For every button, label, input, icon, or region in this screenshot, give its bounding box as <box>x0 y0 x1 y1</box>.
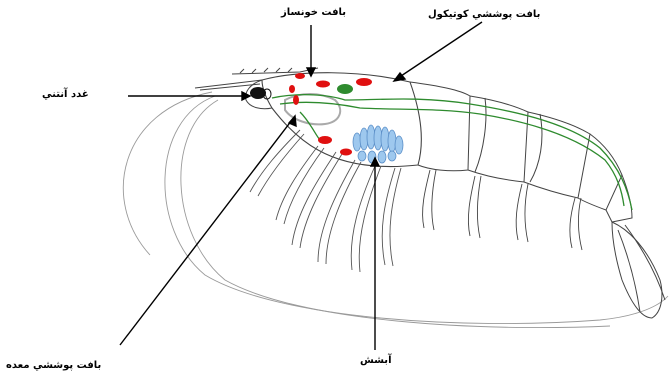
gills <box>353 125 403 163</box>
leader-lines <box>120 22 482 350</box>
label-hematopoietic-tissue: بافت خونساز <box>281 8 346 18</box>
arrowhead-hematopoietic <box>307 68 315 76</box>
rostrum <box>195 68 318 90</box>
antennae <box>123 92 668 328</box>
pleopods <box>423 170 582 250</box>
label-stomach-epithelium: بافت پوششي معده <box>6 361 101 371</box>
label-antennal-gland: غدد آنتني <box>42 90 89 100</box>
green-gland <box>337 84 353 94</box>
leader-cuticular <box>398 22 482 78</box>
pereiopods <box>250 130 401 272</box>
label-gills: آبشش <box>360 356 392 366</box>
nervous-system <box>272 95 632 210</box>
tail-fan <box>612 222 665 318</box>
label-cuticular-epithelium: بافت پوششي كوتيكول <box>428 10 540 20</box>
abdomen <box>410 82 632 222</box>
leader-stomach <box>120 120 292 345</box>
